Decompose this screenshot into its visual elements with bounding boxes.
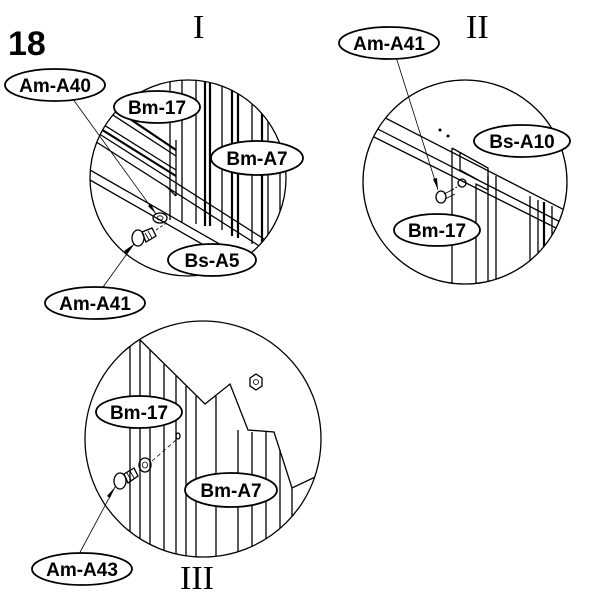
- bolt-icon: [131, 227, 157, 247]
- label-bm-a7: Bm-A7: [210, 140, 304, 176]
- panel-i: I: [4, 9, 304, 320]
- panel-numeral: II: [466, 9, 489, 46]
- label-am-a43: Am-A43: [31, 552, 133, 586]
- svg-text:Am-A43: Am-A43: [46, 560, 118, 581]
- panel-numeral: I: [193, 9, 204, 46]
- label-bm-17: Bm-17: [95, 395, 183, 429]
- label-bs-a10: Bs-A10: [473, 124, 571, 158]
- panel-ii: II: [338, 9, 571, 285]
- label-bm-17: Bm-17: [113, 90, 201, 124]
- svg-text:Bm-17: Bm-17: [408, 221, 466, 242]
- bolt-icon: [113, 467, 139, 490]
- panel-iii: Bm-17 Bm-A7 Am-A43 III: [31, 320, 322, 594]
- label-am-a41: Am-A41: [44, 286, 146, 320]
- label-bs-a5: Bs-A5: [167, 243, 257, 277]
- svg-text:Bs-A10: Bs-A10: [489, 132, 554, 153]
- svg-text:Am-A41: Am-A41: [59, 294, 131, 315]
- svg-text:Am-A40: Am-A40: [19, 76, 91, 97]
- svg-text:Bm-17: Bm-17: [128, 98, 186, 119]
- svg-text:Bm-A7: Bm-A7: [200, 481, 261, 502]
- label-am-a41: Am-A41: [338, 26, 440, 60]
- panel-iii-detail: [113, 321, 321, 557]
- svg-text:Am-A41: Am-A41: [353, 34, 425, 55]
- detail-circle: [89, 79, 287, 277]
- svg-text:Bs-A5: Bs-A5: [185, 251, 240, 272]
- svg-text:Bm-A7: Bm-A7: [226, 149, 287, 170]
- svg-text:Bm-17: Bm-17: [110, 403, 168, 424]
- detail-circle: [84, 320, 322, 558]
- nut-icon: [249, 373, 263, 391]
- detail-circle: [362, 79, 568, 285]
- label-am-a40: Am-A40: [4, 68, 106, 102]
- panel-numeral: III: [180, 560, 214, 594]
- step-number: 18: [8, 25, 46, 63]
- label-bm-17: Bm-17: [393, 213, 481, 247]
- label-bm-a7: Bm-A7: [184, 472, 278, 508]
